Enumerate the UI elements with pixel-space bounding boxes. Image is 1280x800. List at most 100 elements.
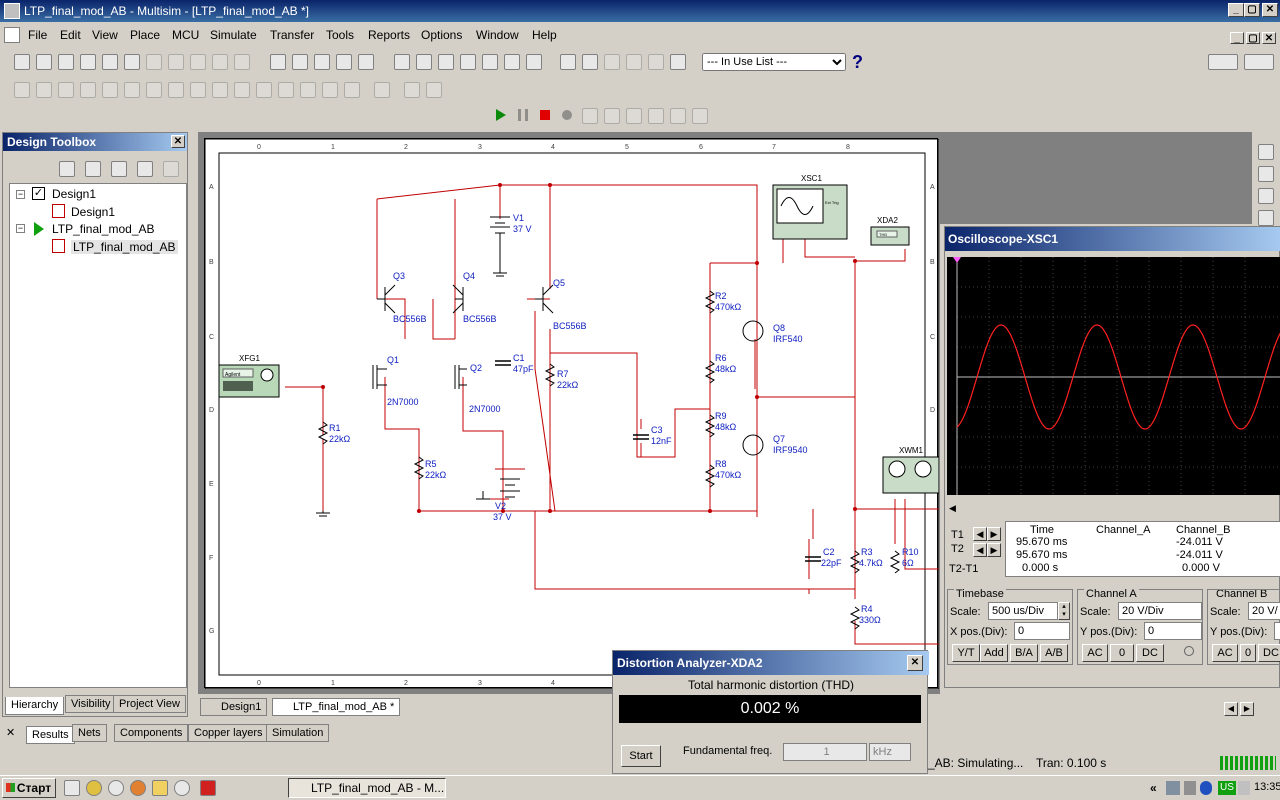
wattmeter-icon[interactable] [1258, 188, 1274, 204]
spreadsheet-icon[interactable] [438, 54, 454, 70]
fundamental-freq-field[interactable]: 1 [783, 743, 867, 761]
channel-b-scale-field[interactable]: 20 V/ [1248, 602, 1280, 620]
toggle-fullscreen-icon[interactable] [270, 54, 286, 70]
ab-button[interactable]: A/B [1040, 644, 1068, 662]
child-restore-button[interactable]: ▢ [1246, 32, 1260, 44]
basic-icon[interactable] [36, 82, 52, 98]
print-icon[interactable] [124, 54, 140, 70]
timebase-scale-spinner[interactable]: ▴▾ [1058, 602, 1070, 620]
rf-icon[interactable] [278, 82, 294, 98]
database-icon[interactable] [460, 54, 476, 70]
spreadsheet-close-icon[interactable]: ✕ [6, 727, 16, 739]
open-sample-icon[interactable] [58, 54, 74, 70]
backannotate-icon[interactable] [648, 54, 664, 70]
remove-design-icon[interactable] [163, 161, 179, 177]
quicklaunch-explorer-icon[interactable] [64, 780, 80, 796]
zoom-area-icon[interactable] [336, 54, 352, 70]
component-wizard-icon[interactable] [482, 54, 498, 70]
distortion-close-button[interactable]: ✕ [907, 655, 923, 671]
electromechanical-icon[interactable] [300, 82, 316, 98]
multimeter-icon[interactable] [1258, 144, 1274, 160]
channel-b-ac-button[interactable]: AC [1212, 644, 1238, 662]
grapher-icon[interactable] [504, 54, 520, 70]
language-indicator[interactable]: US [1218, 781, 1236, 795]
design-toolbox-icon[interactable] [416, 54, 432, 70]
function-generator-icon[interactable] [1258, 166, 1274, 182]
timebase-xpos-field[interactable]: 0 [1014, 622, 1070, 640]
remove-breakpoints-icon[interactable] [692, 108, 708, 124]
transfer-ultiboard-icon[interactable] [626, 54, 642, 70]
mixed-icon[interactable] [212, 82, 228, 98]
cmos-icon[interactable] [146, 82, 162, 98]
tab-visibility[interactable]: Visibility [65, 695, 117, 713]
tree-item-design1[interactable]: Design1 [52, 187, 97, 201]
stop-icon[interactable] [540, 110, 550, 120]
ttl-icon[interactable] [124, 82, 140, 98]
sheet-scroll-left-button[interactable]: ◀ [1224, 702, 1238, 716]
close-button[interactable]: ✕ [1262, 3, 1278, 17]
source-icon[interactable] [14, 82, 30, 98]
tab-results[interactable]: Results [26, 726, 75, 744]
step-over-icon[interactable] [604, 108, 620, 124]
start-menu-button[interactable]: Старт [2, 778, 56, 798]
quicklaunch-media-icon[interactable] [174, 780, 190, 796]
menu-simulate[interactable]: Simulate [210, 28, 257, 42]
menu-help[interactable]: Help [532, 28, 557, 42]
zoom-out-icon[interactable] [314, 54, 330, 70]
delete-icon[interactable] [212, 54, 228, 70]
menu-view[interactable]: View [92, 28, 118, 42]
zoom-page-icon[interactable] [394, 54, 410, 70]
quicklaunch-firefox-icon[interactable] [130, 780, 146, 796]
print-circuit-icon[interactable] [102, 54, 118, 70]
tab-components[interactable]: Components [114, 724, 189, 742]
bus-icon[interactable] [374, 82, 390, 98]
run-icon[interactable] [496, 109, 506, 121]
maximize-button[interactable]: ▢ [1244, 3, 1260, 17]
indicator-icon[interactable] [234, 82, 250, 98]
misc-icon[interactable] [256, 82, 272, 98]
channel-b-zero-button[interactable]: 0 [1240, 644, 1256, 662]
tree-item-design1-sheet[interactable]: Design1 [71, 205, 116, 219]
t1-right-arrow[interactable]: ▶ [987, 527, 1001, 541]
tree-item-ltp-design[interactable]: LTP_final_mod_AB [52, 222, 155, 236]
quicklaunch-chrome-icon[interactable] [86, 780, 102, 796]
start-button[interactable]: Start [621, 745, 661, 767]
instrument-list-icon[interactable] [1244, 54, 1274, 70]
in-use-list-select[interactable]: --- In Use List --- [702, 53, 846, 71]
quicklaunch-folder-icon[interactable] [152, 780, 168, 796]
oscilloscope-icon[interactable] [1258, 210, 1274, 226]
menu-tools[interactable]: Tools [326, 28, 355, 42]
new-design-icon[interactable] [59, 161, 75, 177]
menu-mcu[interactable]: MCU [172, 28, 200, 42]
postprocessor-icon[interactable] [560, 54, 576, 70]
channel-a-scale-field[interactable]: 20 V/Div [1118, 602, 1202, 620]
mcu-icon[interactable] [168, 82, 184, 98]
toggle-breakpoint-icon[interactable] [670, 108, 686, 124]
paste-icon[interactable] [190, 54, 206, 70]
channel-a-ac-button[interactable]: AC [1082, 644, 1108, 662]
toolbox-close-button[interactable]: ✕ [171, 135, 185, 148]
sheet-tab-design1[interactable]: Design1 [200, 698, 268, 716]
tab-hierarchy[interactable]: Hierarchy [5, 697, 65, 715]
fundamental-freq-unit[interactable]: kHz [869, 743, 911, 761]
menu-edit[interactable]: Edit [60, 28, 81, 42]
minimize-button[interactable]: _ [1228, 3, 1244, 17]
ladder-icon[interactable] [322, 82, 338, 98]
yt-button[interactable]: Y/T [952, 644, 980, 662]
help-icon[interactable]: ? [852, 52, 863, 72]
zoom-in-icon[interactable] [292, 54, 308, 70]
transistor-icon[interactable] [80, 82, 96, 98]
step-out-icon[interactable] [626, 108, 642, 124]
save-icon[interactable] [80, 54, 96, 70]
channel-b-ypos-field[interactable] [1274, 622, 1280, 640]
step-icon[interactable] [562, 110, 572, 120]
cut-icon[interactable] [146, 54, 162, 70]
tab-nets[interactable]: Nets [72, 724, 107, 742]
hierarchical-block-icon[interactable] [344, 82, 360, 98]
run-to-cursor-icon[interactable] [648, 108, 664, 124]
save-design-icon[interactable] [111, 161, 127, 177]
wire-icon[interactable] [404, 82, 420, 98]
tree-expander-1[interactable]: − [16, 189, 25, 199]
step-into-icon[interactable] [582, 108, 598, 124]
capture-icon[interactable] [604, 54, 620, 70]
